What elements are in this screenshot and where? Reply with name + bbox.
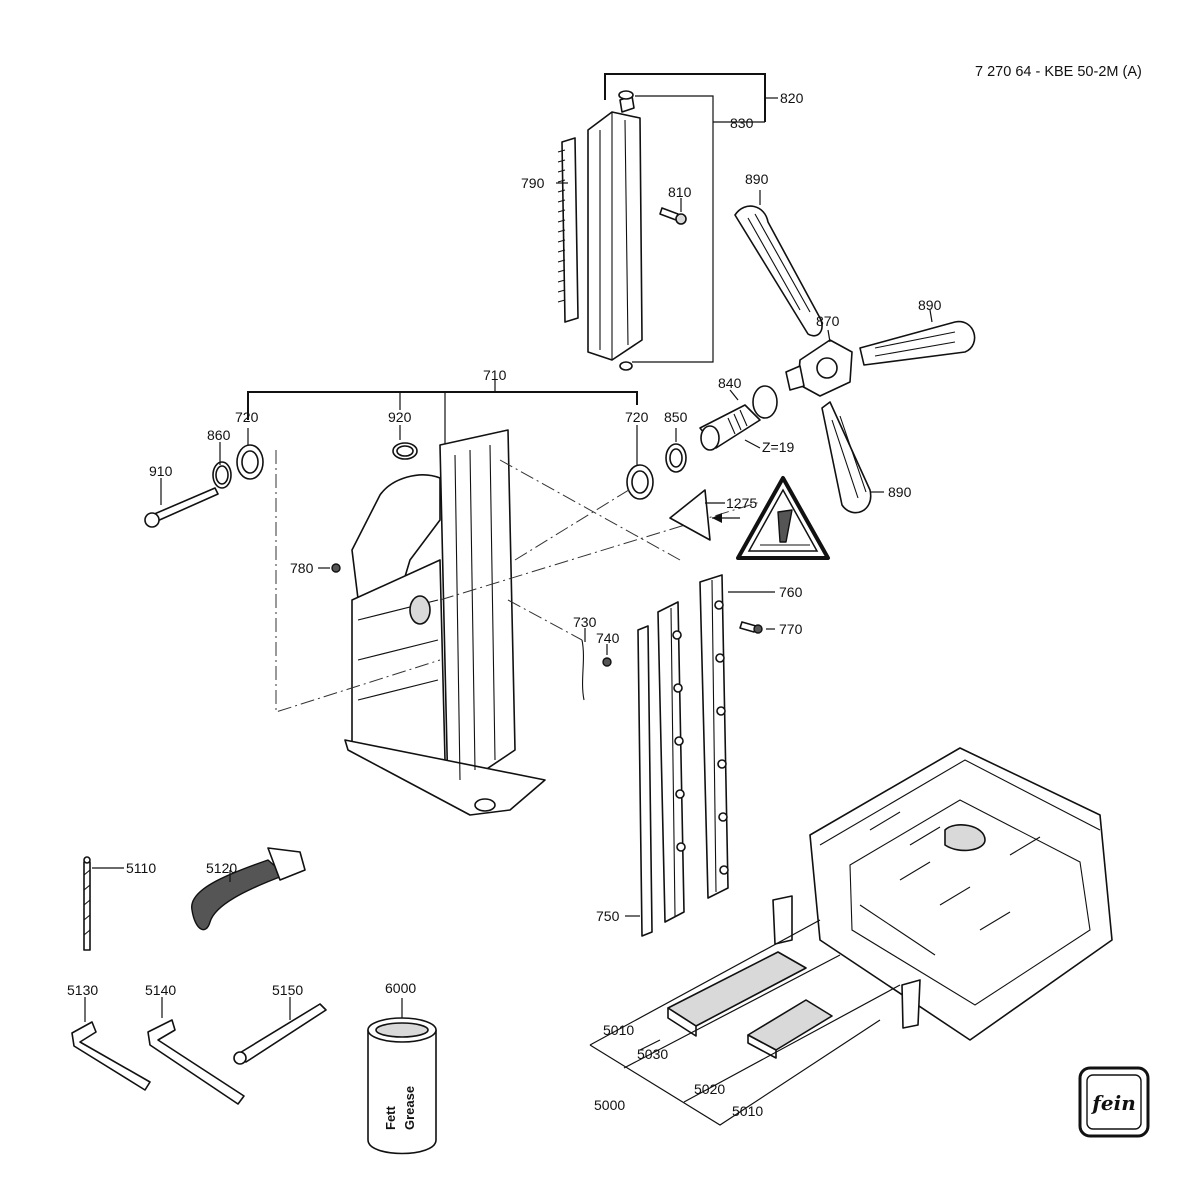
- callout-5120: 5120: [206, 860, 237, 876]
- callout-6000: 6000: [385, 980, 416, 996]
- warning-triangle-icon: [736, 476, 830, 560]
- callout-910: 910: [149, 463, 173, 479]
- ring-860: [212, 461, 232, 489]
- callout-820: 820: [780, 90, 804, 106]
- handle-890-lower: [821, 401, 872, 514]
- can-label-line1: Fett: [383, 1106, 398, 1131]
- callout-830: 830: [730, 115, 754, 131]
- decal-1275: [669, 489, 711, 541]
- callout-5150: 5150: [272, 982, 303, 998]
- rack-790: [557, 137, 579, 323]
- callout-840: 840: [718, 375, 742, 391]
- latch-right: [901, 979, 921, 1029]
- screw-740: [602, 657, 612, 667]
- shaft-840: [699, 385, 778, 451]
- callout-810: 810: [668, 184, 692, 200]
- document-title: 7 270 64 - KBE 50-2M (A): [975, 64, 1142, 80]
- bushing-720-left: [236, 444, 264, 480]
- bushing-720-right: [626, 464, 654, 500]
- rail-760: [699, 574, 729, 899]
- bolt-910: [144, 487, 219, 528]
- callout-770: 770: [779, 621, 803, 637]
- carry-case-5000: [809, 747, 1113, 1041]
- strap-5120: [191, 847, 306, 931]
- can-label-line2: Grease: [402, 1086, 417, 1130]
- foam-5030: [667, 951, 807, 1037]
- guide-profile-830: [587, 90, 643, 371]
- screw-770: [739, 621, 763, 634]
- fein-logo-text: fein: [1090, 1091, 1135, 1115]
- callout-720-left: 720: [235, 409, 259, 425]
- callout-790: 790: [521, 175, 545, 191]
- callout-5110: 5110: [126, 860, 156, 876]
- gear-note: Z=19: [762, 439, 795, 455]
- callout-5030: 5030: [637, 1046, 668, 1062]
- callout-1275: 1275: [726, 495, 757, 511]
- callout-5020: 5020: [694, 1081, 725, 1097]
- callout-5010-upper: 5010: [603, 1022, 634, 1038]
- callout-750: 750: [596, 908, 620, 924]
- foam-5020: [747, 999, 833, 1059]
- latch-left: [772, 895, 793, 945]
- hex-key-5140: [147, 1019, 245, 1105]
- wrench-5150: [233, 1003, 327, 1065]
- callout-920: 920: [388, 409, 412, 425]
- drill-bit-5110: [83, 856, 91, 951]
- hub-870: [785, 339, 853, 397]
- callout-710: 710: [483, 367, 507, 383]
- callout-890-upper: 890: [745, 171, 769, 187]
- callout-890-right: 890: [918, 297, 942, 313]
- callout-5000: 5000: [594, 1097, 625, 1113]
- callout-740: 740: [596, 630, 620, 646]
- strip-750: [637, 625, 653, 937]
- callout-5010-lower: 5010: [732, 1103, 763, 1119]
- screw-780: [331, 563, 341, 573]
- hex-key-5130: [71, 1021, 151, 1091]
- callout-870: 870: [816, 313, 840, 329]
- callout-890-lower: 890: [888, 484, 912, 500]
- fein-logo: fein: [1078, 1066, 1150, 1138]
- handle-890-upper: [734, 205, 823, 337]
- callout-760: 760: [779, 584, 803, 600]
- grease-can-6000: Fett Grease: [367, 1017, 437, 1155]
- callout-850: 850: [664, 409, 688, 425]
- handle-890-right: [859, 320, 976, 366]
- rail-left: [657, 601, 686, 923]
- screw-810: [659, 207, 687, 225]
- ring-850: [665, 443, 687, 473]
- callout-860: 860: [207, 427, 231, 443]
- base-frame-710: [344, 429, 546, 816]
- bracket-710: [247, 391, 638, 420]
- callout-720-right: 720: [625, 409, 649, 425]
- callout-780: 780: [290, 560, 314, 576]
- callout-5130: 5130: [67, 982, 98, 998]
- callout-5140: 5140: [145, 982, 176, 998]
- callout-730: 730: [573, 614, 597, 630]
- o-ring-920: [392, 442, 418, 460]
- spring-730: [581, 639, 585, 701]
